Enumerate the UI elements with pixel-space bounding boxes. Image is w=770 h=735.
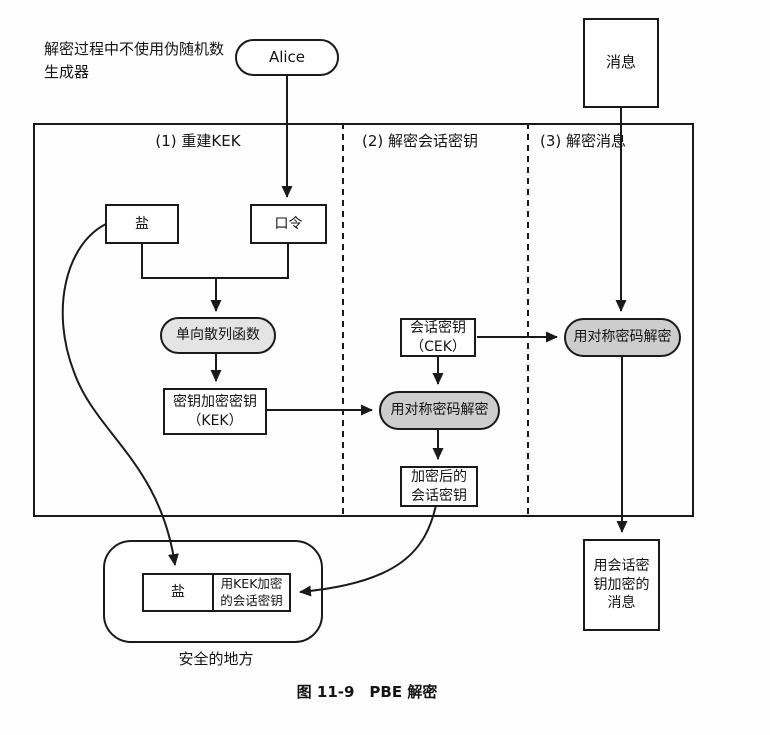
note-line-2: 生成器 (44, 62, 90, 81)
encrypted-message-line1: 用会话密 (593, 558, 650, 575)
note-text: 解密过程中不使用伪随机数 生成器 (44, 38, 249, 83)
safe-wrapped-key-line2: 的会话密钥 (220, 592, 283, 608)
safe-wrapped-key-line1: 用KEK加密 (220, 576, 283, 591)
cek-box: 会话密钥 （CEK） (400, 318, 476, 357)
message-box: 消息 (583, 18, 659, 108)
safe-place-label: 安全的地方 (178, 650, 254, 668)
decrypt-message-label: 用对称密码解密 (573, 329, 672, 346)
hash-function-label: 单向散列函数 (176, 327, 260, 344)
message-label: 消息 (605, 53, 636, 72)
kek-label-line2: （KEK） (187, 412, 243, 429)
alice-label: Alice (268, 47, 306, 66)
figure-caption: 图 11-9 PBE 解密 (296, 683, 438, 701)
decrypt-message-oval: 用对称密码解密 (564, 318, 681, 357)
safe-wrapped-key-box: 用KEK加密 的会话密钥 (212, 573, 291, 612)
encrypted-message-line2: 钥加密的 (593, 576, 650, 593)
decrypt-session-key-oval: 用对称密码解密 (379, 391, 500, 430)
encrypted-session-key-line2: 会话密钥 (411, 487, 467, 504)
note-line-1: 解密过程中不使用伪随机数 (44, 40, 225, 58)
alice-node: Alice (235, 39, 339, 76)
salt-label: 盐 (135, 215, 149, 232)
password-label: 口令 (274, 215, 303, 232)
password-box: 口令 (250, 204, 327, 244)
decrypt-session-key-label: 用对称密码解密 (390, 402, 489, 419)
cek-label-line2: （CEK） (410, 338, 466, 355)
safe-salt-box: 盐 (142, 573, 214, 612)
section-label-decrypt-message: (3) 解密消息 (540, 132, 627, 150)
encrypted-session-key-box: 加密后的 会话密钥 (400, 466, 478, 507)
hash-function-oval: 单向散列函数 (160, 317, 276, 354)
encrypted-message-box: 用会话密 钥加密的 消息 (583, 539, 660, 631)
kek-label-line1: 密钥加密密钥 (173, 394, 257, 411)
cek-label-line1: 会话密钥 (410, 320, 466, 337)
section-label-rebuild-kek: (1) 重建KEK (155, 132, 241, 150)
kek-box: 密钥加密密钥 （KEK） (163, 388, 267, 435)
section-label-decrypt-session-key: (2) 解密会话密钥 (362, 132, 479, 150)
salt-box: 盐 (105, 204, 179, 244)
encrypted-message-line3: 消息 (607, 595, 636, 612)
safe-salt-label: 盐 (171, 584, 185, 601)
encrypted-session-key-line1: 加密后的 (411, 469, 467, 486)
